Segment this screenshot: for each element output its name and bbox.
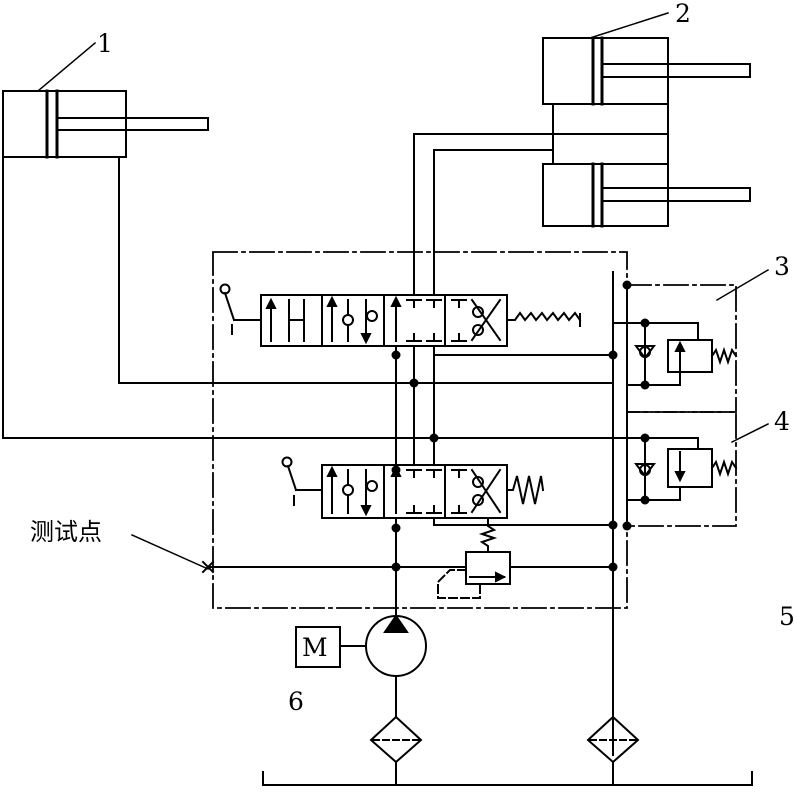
- pipe-lines: [2, 133, 753, 786]
- label-1: 1: [97, 29, 113, 58]
- label-4: 4: [774, 407, 790, 436]
- label-6: 6: [288, 687, 304, 716]
- upper-directional-valve: [219, 283, 582, 347]
- junction-dots: [391, 280, 650, 572]
- filter-left: [369, 715, 423, 764]
- hydraulic-pump: [339, 614, 427, 677]
- test-point-label: 测试点: [30, 518, 102, 546]
- relief-valve-3: [634, 339, 738, 373]
- test-point-marker: [201, 560, 215, 574]
- lower-directional-valve: [281, 456, 545, 519]
- main-relief-valve: [437, 519, 511, 599]
- label-2: 2: [675, 0, 691, 28]
- valve-block-boundary: [212, 251, 737, 609]
- cylinder-2-group: [542, 36, 751, 228]
- relief-valve-4: [634, 448, 738, 488]
- cylinder-1: [2, 89, 209, 159]
- filter-right: [586, 715, 640, 764]
- label-5: 5: [779, 602, 795, 631]
- label-3: 3: [774, 252, 790, 281]
- electric-motor: [295, 626, 341, 668]
- motor-label: M: [302, 633, 328, 662]
